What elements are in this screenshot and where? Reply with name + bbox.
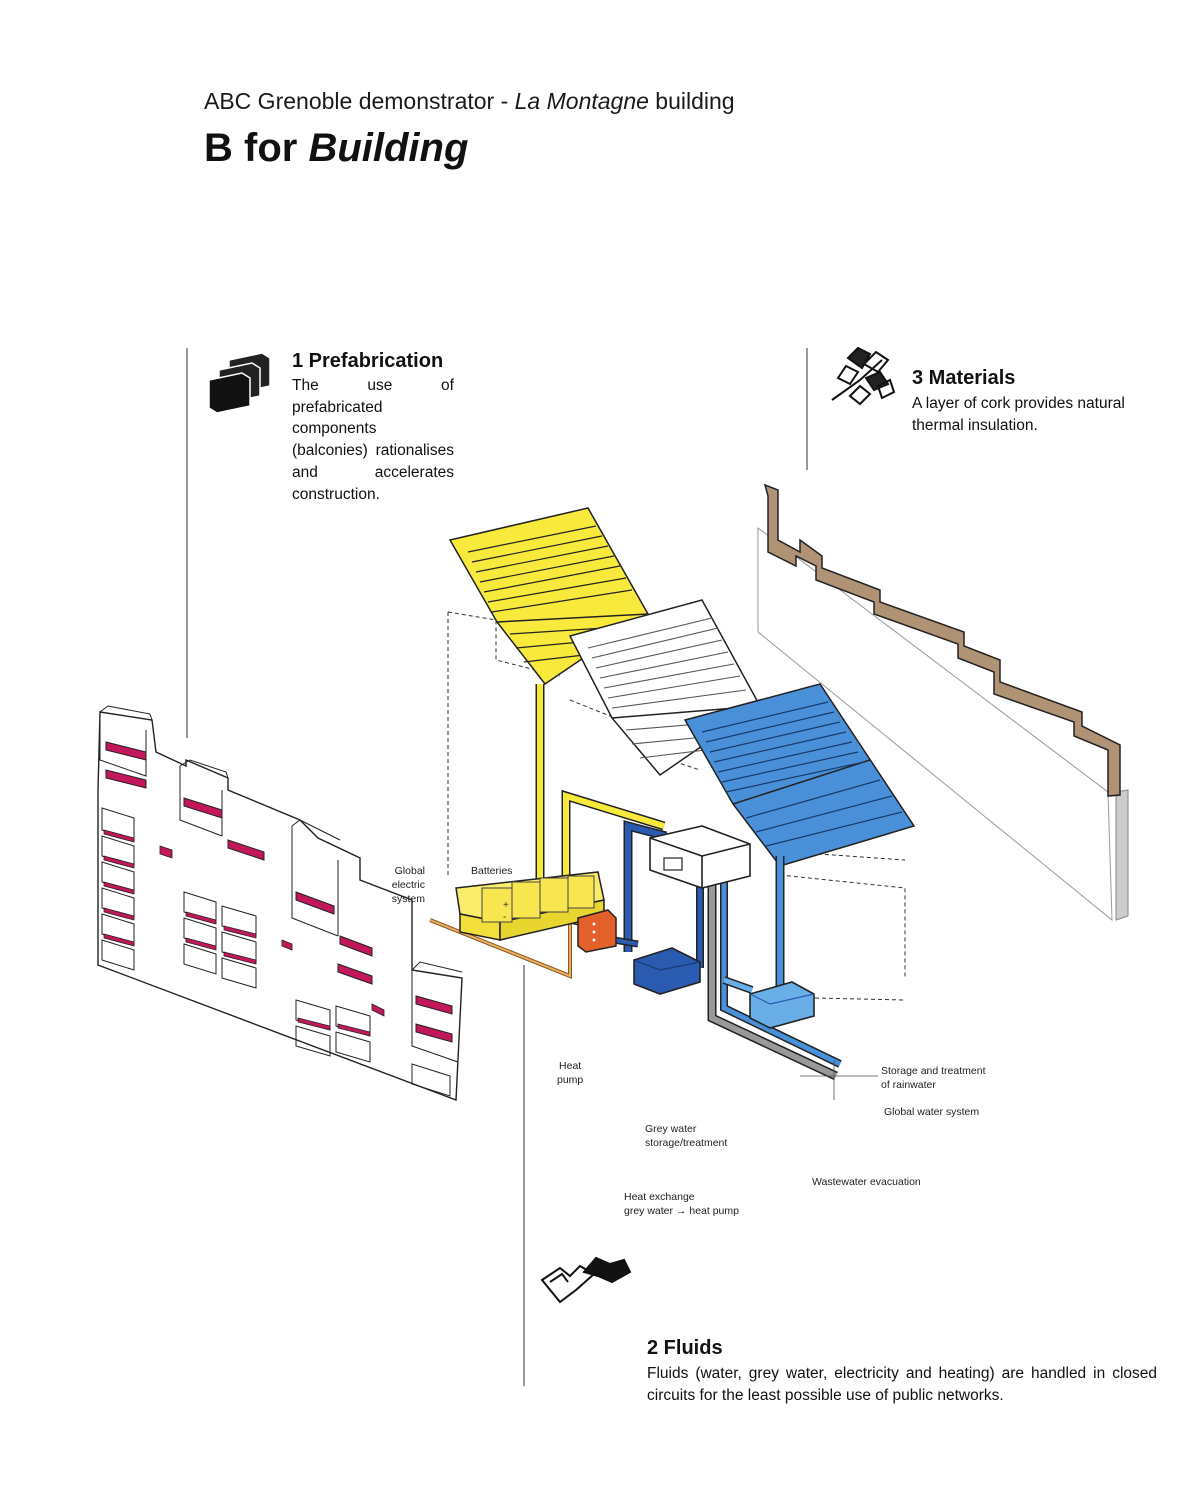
label-storage-rainwater: Storage and treatment of rainwater bbox=[881, 1065, 986, 1091]
label-heat-pump: Heat pump bbox=[557, 1060, 584, 1086]
label-global-electric-system: Global electric system bbox=[391, 865, 425, 905]
cork-wall bbox=[757, 483, 1129, 922]
label-global-water-system: Global water system bbox=[884, 1106, 980, 1118]
rainwater-tank bbox=[749, 981, 815, 1029]
title-emphasis: Building bbox=[308, 126, 469, 170]
materials-body: A layer of cork provides natural thermal… bbox=[912, 395, 1125, 434]
svg-text:+: + bbox=[503, 900, 509, 911]
label-heat-exchange: Heat exchange grey water → heat pump bbox=[624, 1191, 739, 1217]
prefabrication-title: 1 Prefabrication bbox=[292, 350, 444, 372]
heat-pump-unit bbox=[649, 825, 751, 889]
svg-text:-: - bbox=[503, 912, 506, 923]
subtitle-suffix: building bbox=[648, 88, 735, 114]
page-subtitle: ABC Grenoble demonstrator - La Montagne … bbox=[204, 88, 735, 115]
guide-lines bbox=[186, 348, 808, 1386]
stacked-blocks-icon bbox=[208, 352, 271, 414]
fluids-body: Fluids (water, grey water, electricity a… bbox=[647, 1365, 1157, 1404]
label-grey-water-storage: Grey water storage/treatment bbox=[645, 1123, 728, 1149]
subtitle-building-name: La Montagne bbox=[514, 88, 649, 114]
page-title: B for Building bbox=[204, 126, 468, 171]
fluids-title: 2 Fluids bbox=[647, 1337, 723, 1359]
title-prefix: B for bbox=[204, 126, 309, 170]
leaf-branch-icon bbox=[831, 346, 896, 406]
pipe-network bbox=[429, 684, 842, 1081]
subtitle-prefix: ABC Grenoble demonstrator - bbox=[204, 88, 515, 114]
prefabrication-body: The use of prefabricated components (bal… bbox=[292, 377, 454, 503]
prefab-facade bbox=[97, 705, 463, 1101]
battery-bank: + - bbox=[455, 871, 605, 941]
pipes-icon bbox=[540, 1256, 632, 1304]
electric-meter-box bbox=[577, 909, 617, 953]
materials-title: 3 Materials bbox=[912, 367, 1016, 389]
solar-panel-blue bbox=[683, 683, 916, 867]
label-guides bbox=[800, 1060, 878, 1100]
grey-water-tank bbox=[633, 947, 701, 995]
label-wastewater-evacuation: Wastewater evacuation bbox=[812, 1176, 921, 1188]
label-batteries: Batteries bbox=[471, 865, 513, 877]
